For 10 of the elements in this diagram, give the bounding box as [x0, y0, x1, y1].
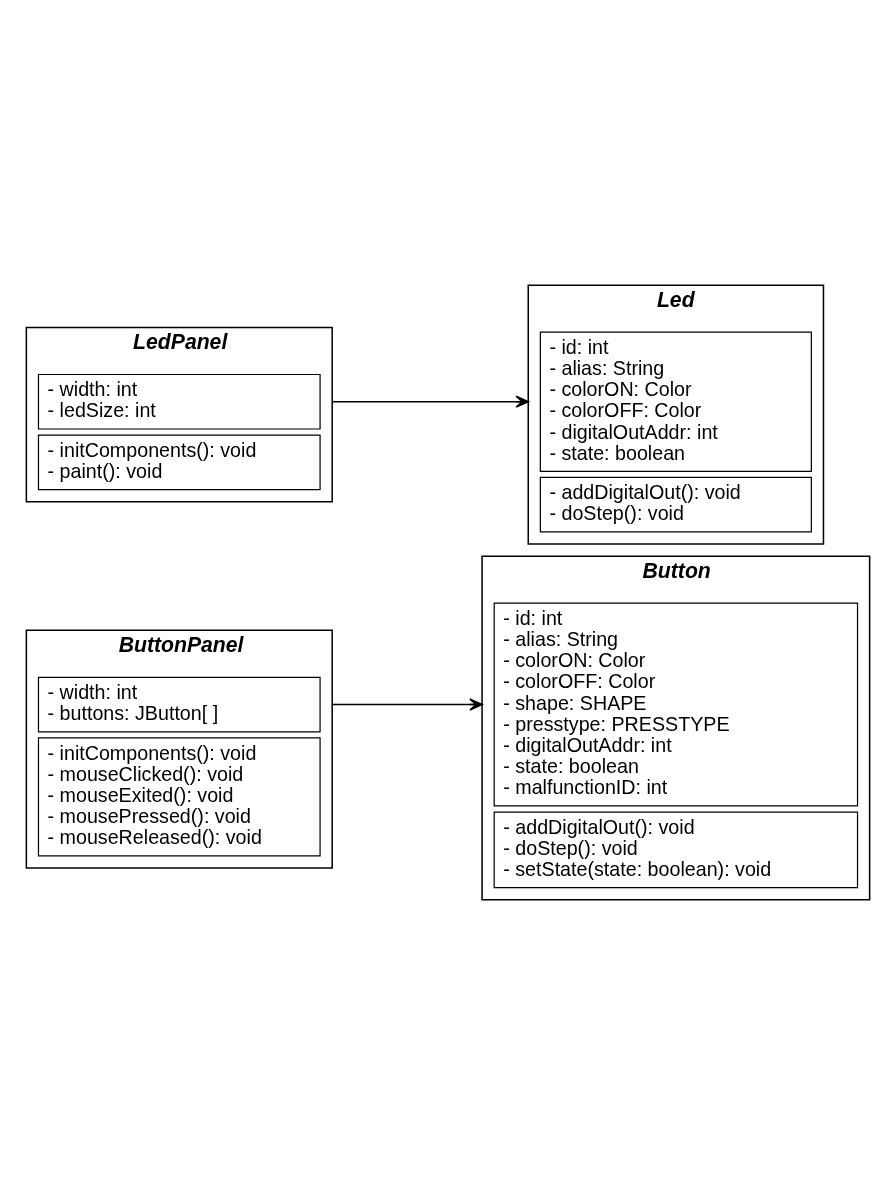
node-box: - id: int - alias: String - colorON: Color - colorOFF: Color - digitalOutAddr: int - state: boolean — [539, 331, 812, 472]
node-box: - addDigitalOut(): void - doStep(): void — [539, 476, 812, 533]
arrow — [331, 395, 529, 408]
node-box: - width: int - buttons: JButton[ ] — [37, 676, 321, 732]
node-box: - initComponents(): void - paint(): void — [37, 433, 321, 490]
node-box: - width: int - ledSize: int — [37, 373, 321, 430]
arrow — [331, 697, 483, 711]
node-box: - addDigitalOut(): void - doStep(): void - setState(state: boolean): void — [493, 810, 859, 888]
node-box: - initComponents(): void - mouseClicked(): void - mouseExited(): void - mousePressed(): void - mouseReleased(): void — [37, 736, 321, 857]
node-box: - id: int - alias: String - colorON: Color - colorOFF: Color - shape: SHAPE - presstype: PRESSTYPE - digitalOutAddr: int - state: boolean - malfunctionID: int — [493, 602, 859, 807]
